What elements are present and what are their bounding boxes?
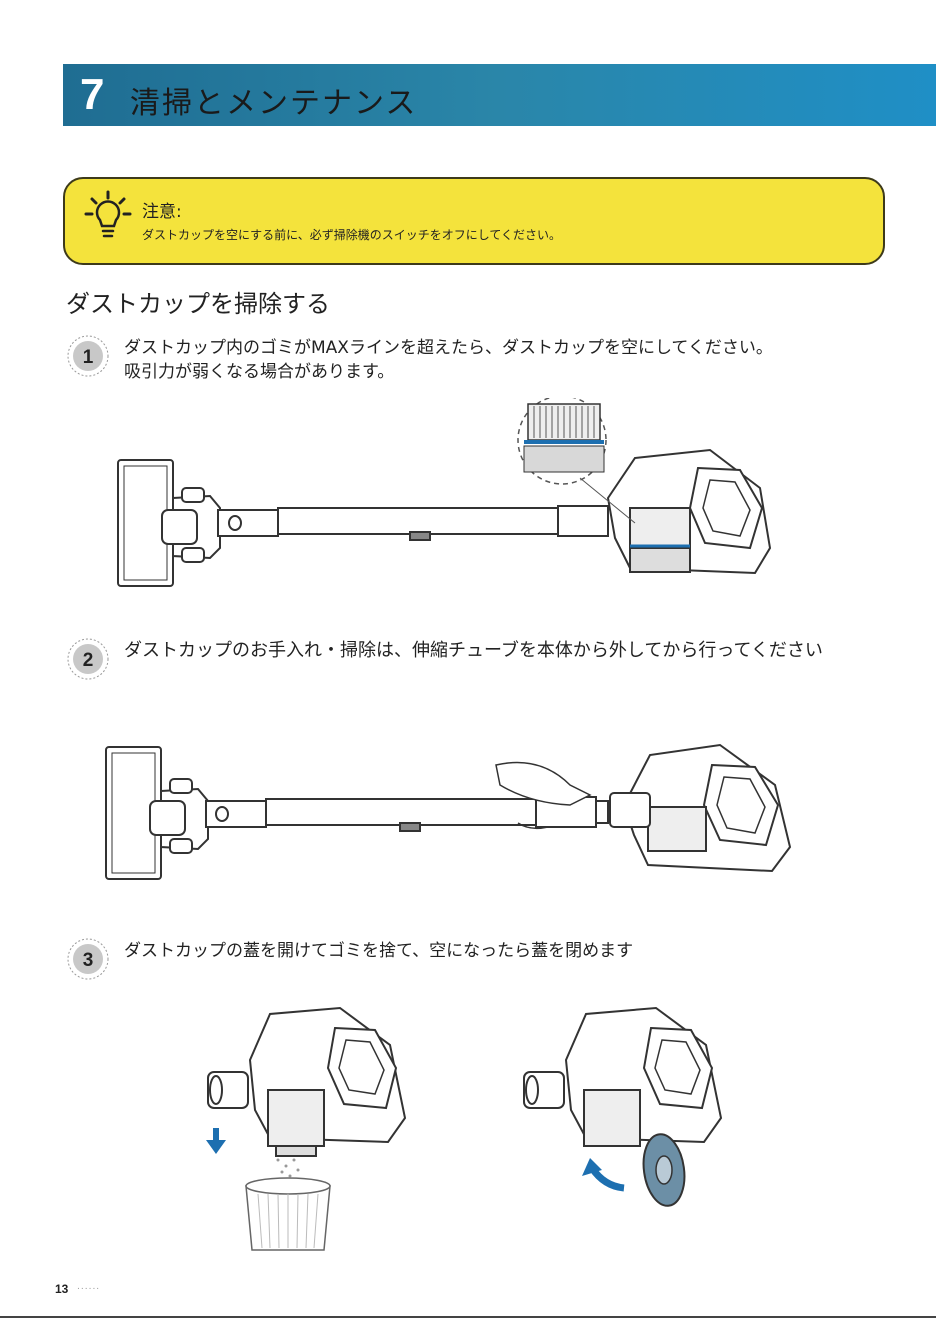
chapter-number: 7 (80, 70, 104, 120)
step-1-number: 1 (83, 347, 94, 368)
step-2-badge: 2 (66, 637, 110, 681)
step-3-badge: 3 (66, 937, 110, 981)
empty-dustcup-illustration (200, 1000, 410, 1255)
step-1-badge: 1 (66, 334, 110, 378)
close-lid-illustration (516, 1000, 726, 1215)
notice-title: 注意: (142, 197, 182, 222)
page-number: 13 (55, 1282, 68, 1296)
section-title: ダストカップを掃除する (66, 284, 330, 319)
vacuum-detach-tube-illustration (100, 735, 800, 885)
step-3-number: 3 (83, 950, 94, 971)
notice-box (63, 177, 885, 265)
bottom-rule (0, 1316, 936, 1318)
chapter-title: 清掃とメンテナンス (130, 78, 417, 122)
down-arrow-icon (206, 1128, 226, 1154)
vacuum-max-line-illustration (110, 398, 800, 598)
step-2-line-1: ダストカップのお手入れ・掃除は、伸縮チューブを本体から外してから行ってください (124, 637, 823, 665)
step-1-line-2: 吸引力が弱くなる場合があります。 (124, 358, 394, 386)
dustcup-lid (639, 1132, 689, 1209)
lightbulb-icon (84, 190, 132, 242)
notice-text: ダストカップを空にする前に、必ず掃除機のスイッチをオフにしてください。 (142, 226, 561, 243)
step-3-line-1: ダストカップの蓋を開けてゴミを捨て、空になったら蓋を閉めます (124, 937, 633, 965)
step-2-number: 2 (83, 650, 94, 671)
page-number-dots: ...... (77, 1282, 100, 1292)
